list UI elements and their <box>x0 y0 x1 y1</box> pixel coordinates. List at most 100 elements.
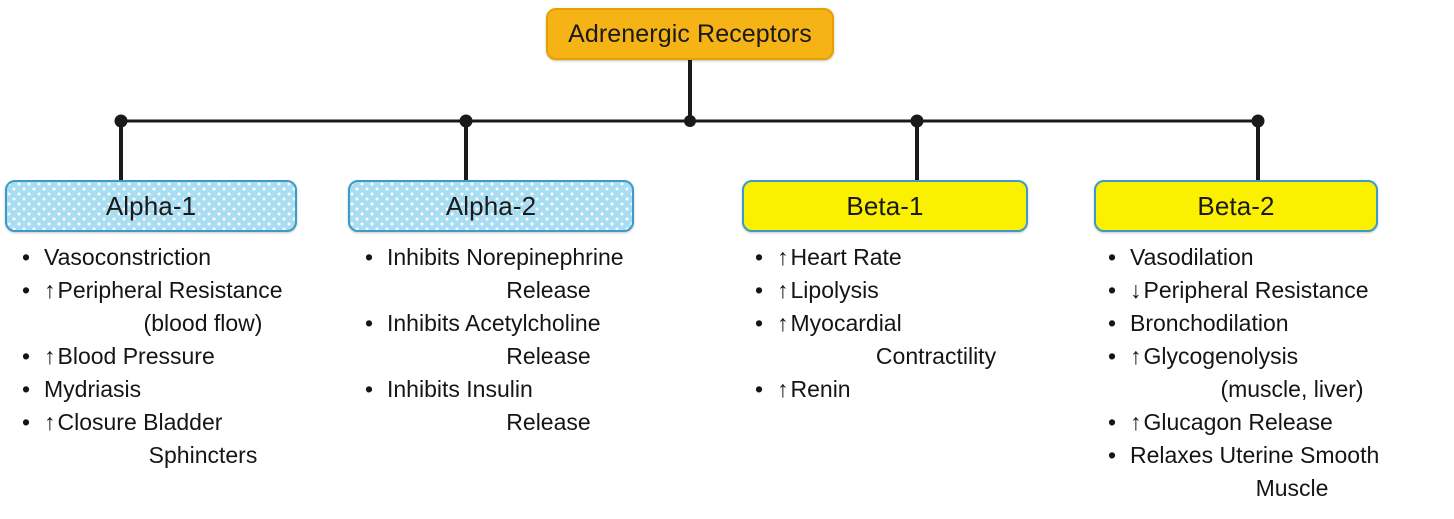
bullet-item-text: ↑Blood Pressure <box>44 340 362 373</box>
arrow-up-icon: ↑ <box>777 277 789 303</box>
branch-node-label-beta-2: Beta-2 <box>1197 191 1275 221</box>
arrow-up-icon: ↑ <box>777 376 789 402</box>
bullet-item-main-line: Inhibits Norepinephrine <box>387 244 624 270</box>
bullet-point-icon: • <box>365 310 374 336</box>
bullet-list-beta-2: • Vasodilation • ↓Peripheral Resistance • Bro… <box>1108 241 1454 505</box>
bullet-point-icon: • <box>365 244 374 270</box>
bullet-point-icon: • <box>755 244 764 270</box>
bullet-point-icon: • <box>755 376 764 402</box>
arrow-down-icon: ↓ <box>1130 277 1142 303</box>
bullet-item: • ↑Renin <box>755 373 1095 406</box>
bullet-point-icon: • <box>365 376 374 402</box>
bullet-point-icon: • <box>22 244 31 270</box>
bullet-item-continuation-line: Release <box>506 409 591 435</box>
root-node-adrenergic-receptors[interactable]: Adrenergic Receptors <box>546 8 834 60</box>
bullet-item-text: ↑Peripheral Resistance (blood flow) <box>44 274 362 340</box>
bullet-item-text: Vasodilation <box>1130 241 1454 274</box>
bullet-item-text: ↓Peripheral Resistance <box>1130 274 1454 307</box>
bullet-item-main-line: Lipolysis <box>790 277 879 303</box>
arrow-up-icon: ↑ <box>777 244 789 270</box>
branch-node-alpha-1[interactable]: Alpha-1 <box>5 180 297 232</box>
bullet-item-main-line: Inhibits Insulin <box>387 376 533 402</box>
bullet-item-main-line: Peripheral Resistance <box>1143 277 1369 303</box>
arrow-up-icon: ↑ <box>44 343 56 369</box>
bullet-item-main-line: Bronchodilation <box>1130 310 1289 336</box>
bullet-item-continuation-line: Muscle <box>1255 475 1329 501</box>
bullet-item: • ↑Glycogenolysis (muscle, liver) <box>1108 340 1454 406</box>
bullet-point-icon: • <box>755 277 764 303</box>
branch-node-label-beta-1: Beta-1 <box>846 191 924 221</box>
bullet-point-icon: • <box>22 409 31 435</box>
bullet-item-main-line: Glucagon Release <box>1143 409 1333 435</box>
bullet-item: • Vasodilation <box>1108 241 1454 274</box>
bullet-point-icon: • <box>1108 343 1117 369</box>
bullet-item-continuation-line: Release <box>506 343 591 369</box>
arrow-up-icon: ↑ <box>1130 343 1142 369</box>
bullet-item-text: Bronchodilation <box>1130 307 1454 340</box>
bullet-item-main-line: Inhibits Acetylcholine <box>387 310 601 336</box>
branch-junction-dot <box>459 114 473 128</box>
bullet-item-main-line: Glycogenolysis <box>1143 343 1299 369</box>
bullet-item-text: ↑Lipolysis <box>777 274 1095 307</box>
bullet-item-main-line: Mydriasis <box>44 376 142 402</box>
bullet-item-continuation-line: (muscle, liver) <box>1220 376 1364 402</box>
bullet-point-icon: • <box>22 343 31 369</box>
bullet-item-main-line: Peripheral Resistance <box>57 277 283 303</box>
root-junction-dot <box>684 115 696 127</box>
arrow-up-icon: ↑ <box>777 310 789 336</box>
bullet-point-icon: • <box>1108 442 1117 468</box>
branch-node-label-alpha-1: Alpha-1 <box>105 191 197 221</box>
root-node-label: Adrenergic Receptors <box>568 19 812 48</box>
branch-node-label-alpha-2: Alpha-2 <box>445 191 537 221</box>
branch-junction-dot <box>910 114 924 128</box>
bullet-item-main-line: Blood Pressure <box>57 343 215 369</box>
bullet-item-main-line: Heart Rate <box>790 244 902 270</box>
bullet-item-continuation-line: Contractility <box>875 343 997 369</box>
bullet-item-text: Mydriasis <box>44 373 362 406</box>
bullet-item-text: ↑Renin <box>777 373 1095 406</box>
branch-node-beta-1[interactable]: Beta-1 <box>742 180 1028 232</box>
bullet-item-text: ↑Glycogenolysis (muscle, liver) <box>1130 340 1454 406</box>
bullet-item-main-line: Myocardial <box>790 310 902 336</box>
bullet-point-icon: • <box>1108 409 1117 435</box>
bullet-point-icon: • <box>1108 310 1117 336</box>
bullet-item-text: Vasoconstriction <box>44 241 362 274</box>
bullet-item: • ↑Lipolysis <box>755 274 1095 307</box>
arrow-up-icon: ↑ <box>44 409 56 435</box>
bullet-item: • ↑Peripheral Resistance (blood flow) <box>22 274 362 340</box>
bullet-item: •↑Glucagon Release <box>1108 406 1454 439</box>
bullet-item-main-line: Vasoconstriction <box>44 244 212 270</box>
branch-junction-dot <box>114 114 128 128</box>
bullet-list-alpha-1: •Vasoconstriction•↑Peripheral Resistance… <box>22 241 362 472</box>
branch-node-alpha-2[interactable]: Alpha-2 <box>348 180 634 232</box>
bullet-item-continuation-line: (blood flow) <box>143 310 263 336</box>
bullet-point-icon: • <box>22 277 31 303</box>
bullet-item: • Vasoconstriction <box>22 241 362 274</box>
bullet-item-continuation-line: Release <box>506 277 591 303</box>
bullet-point-icon: • <box>1108 277 1117 303</box>
bullet-point-icon: • <box>1108 244 1117 270</box>
bullet-item-main-line: Closure Bladder <box>57 409 223 435</box>
bullet-point-icon: • <box>22 376 31 402</box>
arrow-up-icon: ↑ <box>44 277 56 303</box>
bullet-item: • Mydriasis <box>22 373 362 406</box>
bullet-point-icon: • <box>755 310 764 336</box>
bullet-item: • ↑Blood Pressure <box>22 340 362 373</box>
bullet-item: • Bronchodilation <box>1108 307 1454 340</box>
branch-junction-dot <box>1251 114 1265 128</box>
branch-node-beta-2[interactable]: Beta-2 <box>1094 180 1378 232</box>
